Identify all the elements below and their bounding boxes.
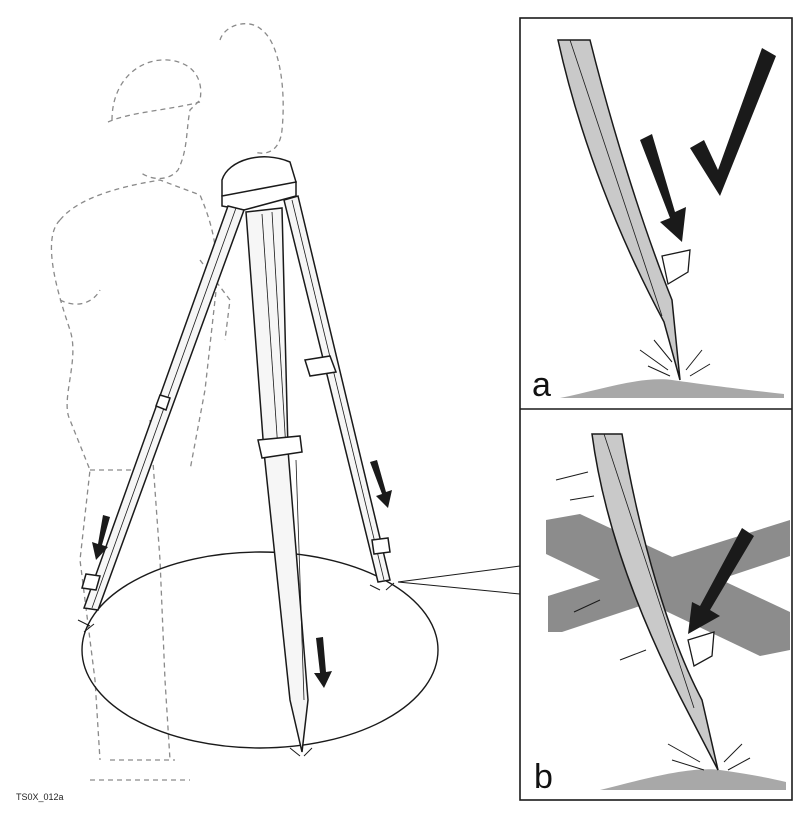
tripod-leg-middle xyxy=(245,207,309,753)
down-arrow-icon xyxy=(640,134,686,242)
ground-marks xyxy=(77,582,395,757)
figure-code: TS0X_012a xyxy=(16,792,64,802)
tripod-footprint-ellipse xyxy=(81,551,439,749)
tripod xyxy=(81,156,391,753)
down-arrow-icon xyxy=(92,515,110,560)
down-arrow-icon xyxy=(370,460,392,508)
panel-label-a: a xyxy=(532,366,551,404)
down-arrow-icon xyxy=(314,637,332,688)
cross-mark-icon xyxy=(546,514,790,656)
connector-line xyxy=(397,565,521,583)
tripod-leg-tip xyxy=(557,39,681,381)
panel-a: a xyxy=(532,39,784,404)
person-outline xyxy=(50,23,284,781)
connector-line xyxy=(397,581,521,595)
ground-mound xyxy=(600,769,786,790)
panel-b: b xyxy=(534,433,790,796)
ground-mound xyxy=(560,379,784,398)
down-arrow-icon xyxy=(688,528,754,634)
panel-label-b: b xyxy=(534,758,553,796)
check-mark-icon xyxy=(690,48,776,196)
tripod-leg-right xyxy=(283,195,391,583)
